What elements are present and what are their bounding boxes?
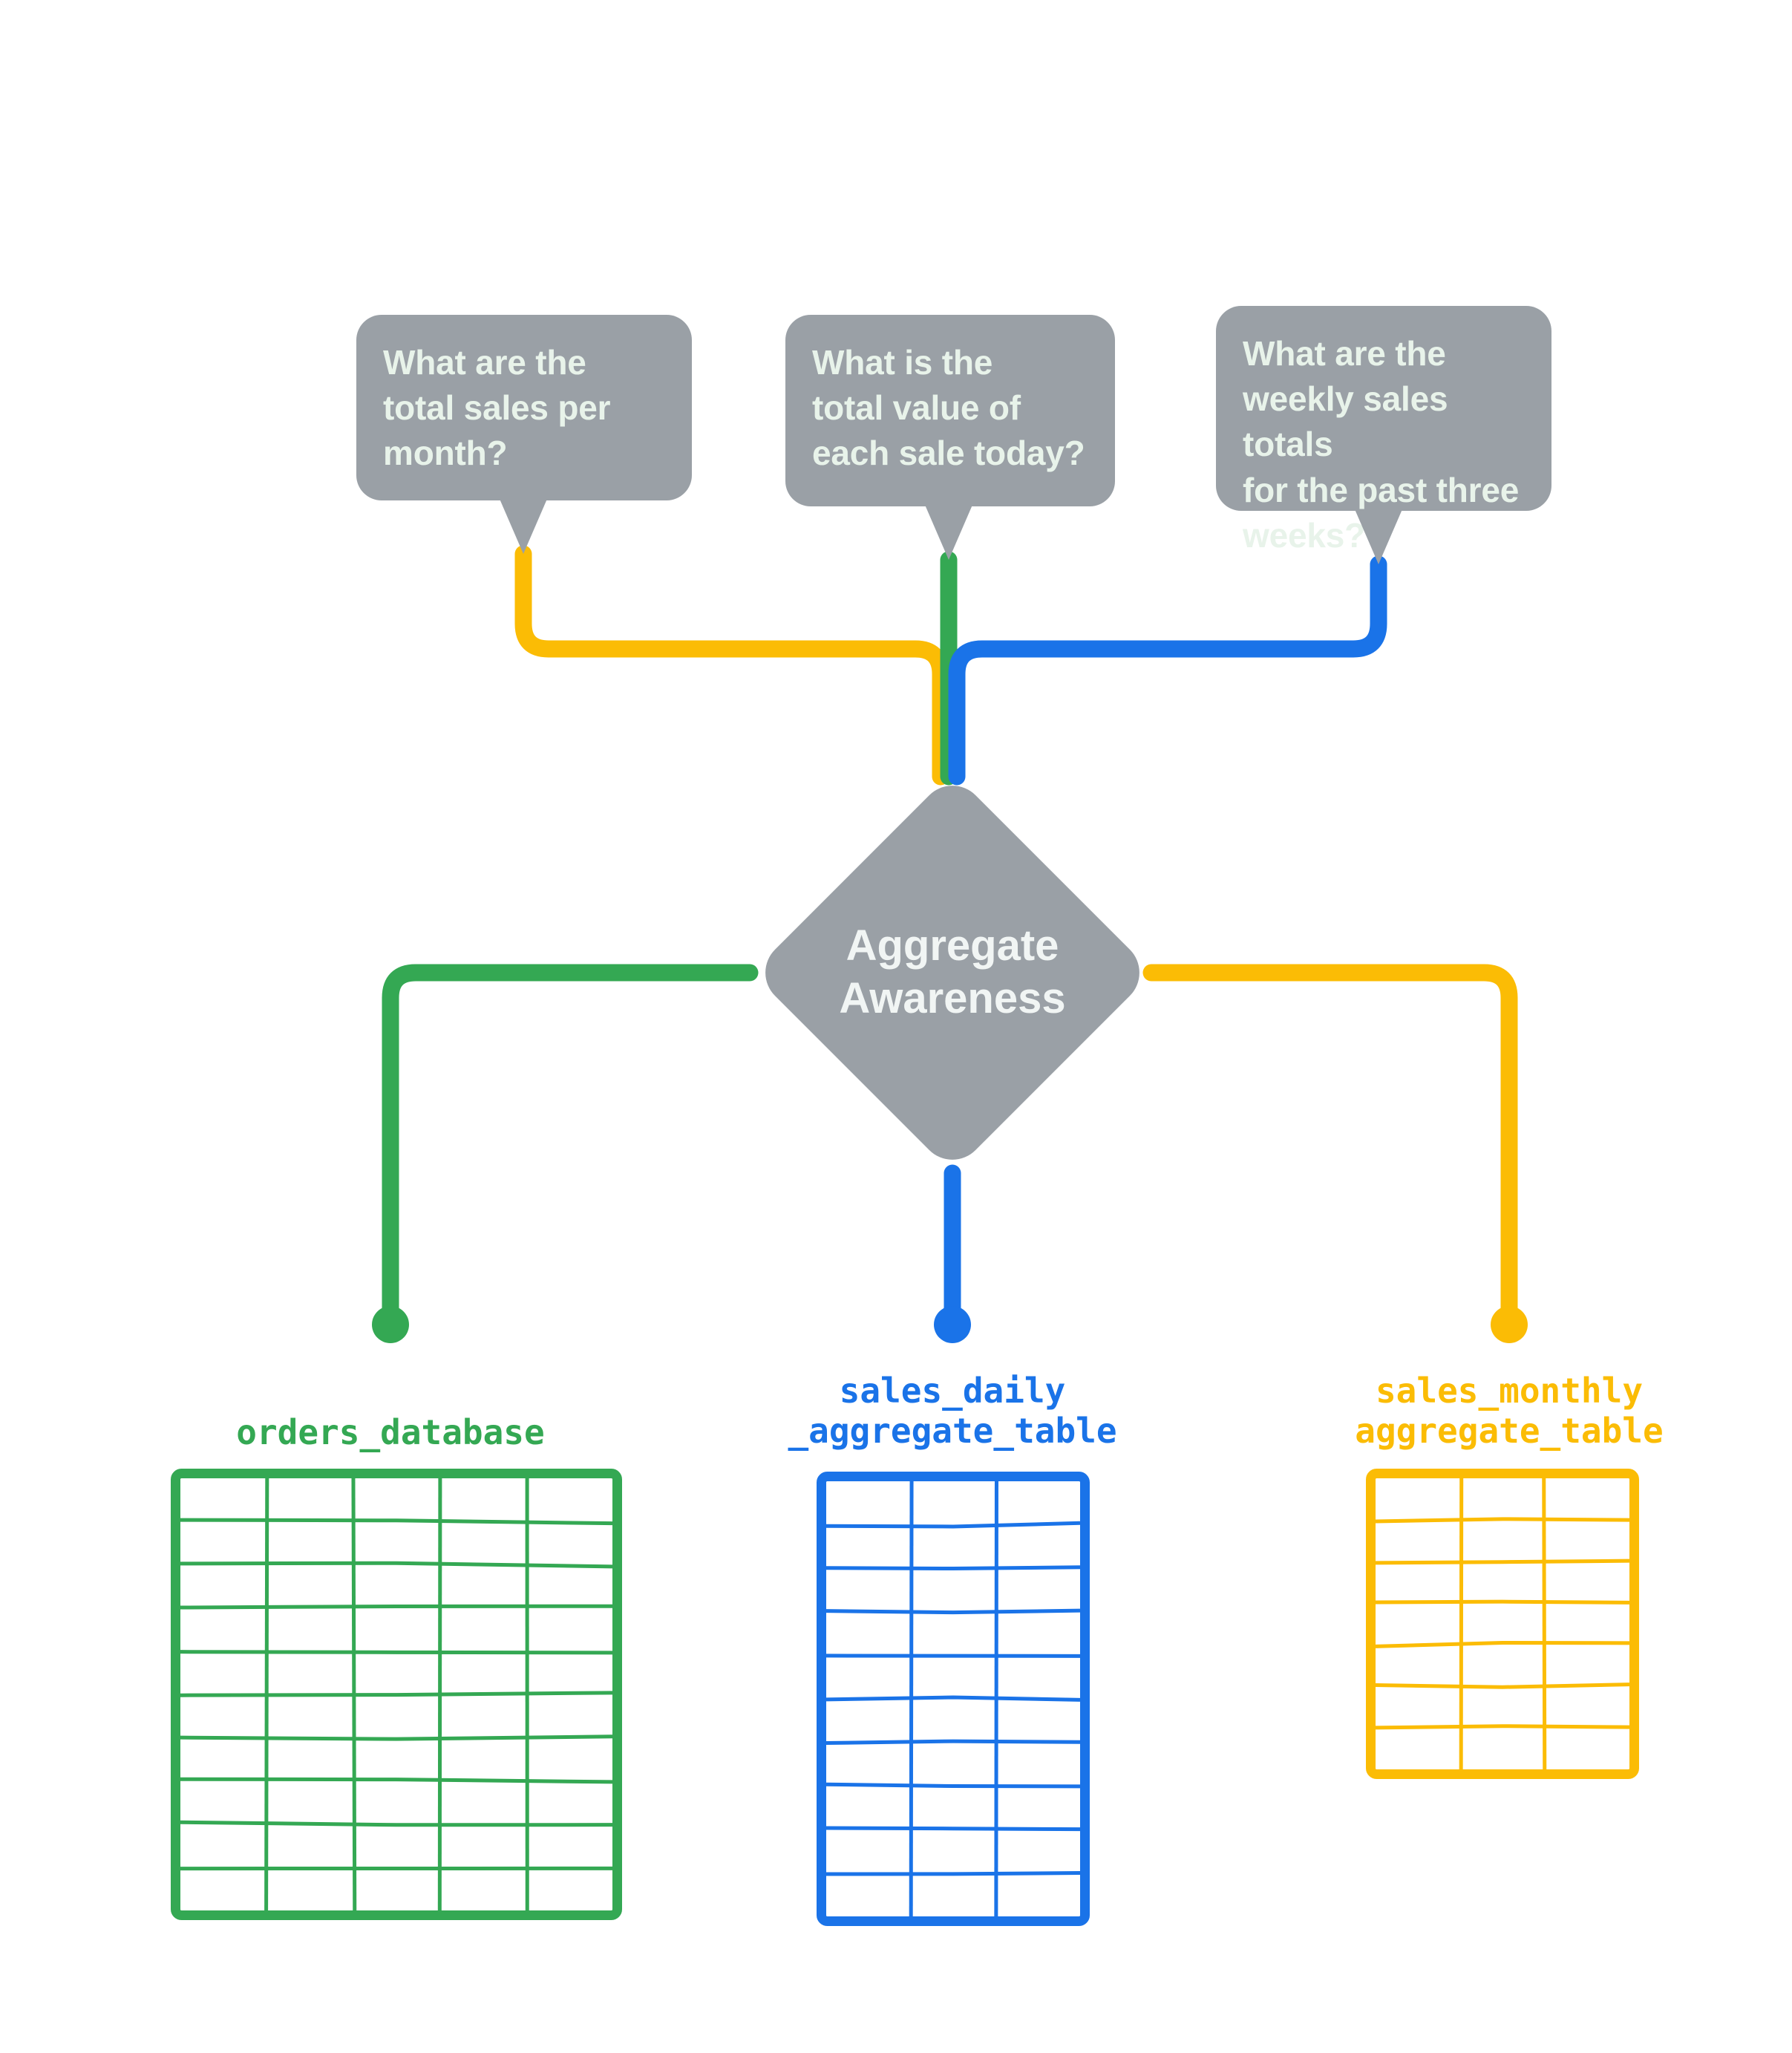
connector-node-to-orders-database <box>382 964 759 1323</box>
endpoint-dot-orders-database <box>372 1306 409 1343</box>
caption-orders-database: orders_database <box>236 1412 545 1452</box>
endpoint-dot-sales-daily <box>934 1306 971 1343</box>
question-bubble-monthly-tail <box>500 499 547 554</box>
question-bubble-weekly-tail <box>1355 509 1402 564</box>
question-bubble-daily-text: What is the total value of each sale tod… <box>812 343 1085 473</box>
question-bubble-daily-tail <box>925 505 972 560</box>
table-sales-daily-aggregate-table[interactable] <box>817 1472 1090 1926</box>
aggregate-awareness-node-label: Aggregate Awareness <box>839 921 1066 1022</box>
connector-blue-question-to-node <box>948 555 1387 786</box>
table-orders-database[interactable] <box>171 1469 622 1920</box>
question-bubble-monthly[interactable]: What are the total sales per month? <box>356 315 692 500</box>
question-bubble-monthly-text: What are the total sales per month? <box>383 343 611 473</box>
question-bubble-daily[interactable]: What is the total value of each sale tod… <box>785 315 1115 506</box>
caption-sales-monthly-aggregate-table: sales_monthly aggregate_table <box>1355 1371 1664 1452</box>
table-sales-monthly-aggregate-table[interactable] <box>1366 1469 1639 1779</box>
connector-yellow-question-to-node <box>514 545 949 786</box>
caption-sales-daily-aggregate-table: sales_daily _aggregate_table <box>788 1371 1117 1452</box>
question-bubble-weekly[interactable]: What are the weekly sales totals for the… <box>1216 306 1551 555</box>
connector-node-to-sales-monthly <box>1142 964 1518 1323</box>
endpoint-dot-sales-monthly <box>1491 1306 1528 1343</box>
question-bubble-weekly-text: What are the weekly sales totals for the… <box>1243 334 1520 555</box>
